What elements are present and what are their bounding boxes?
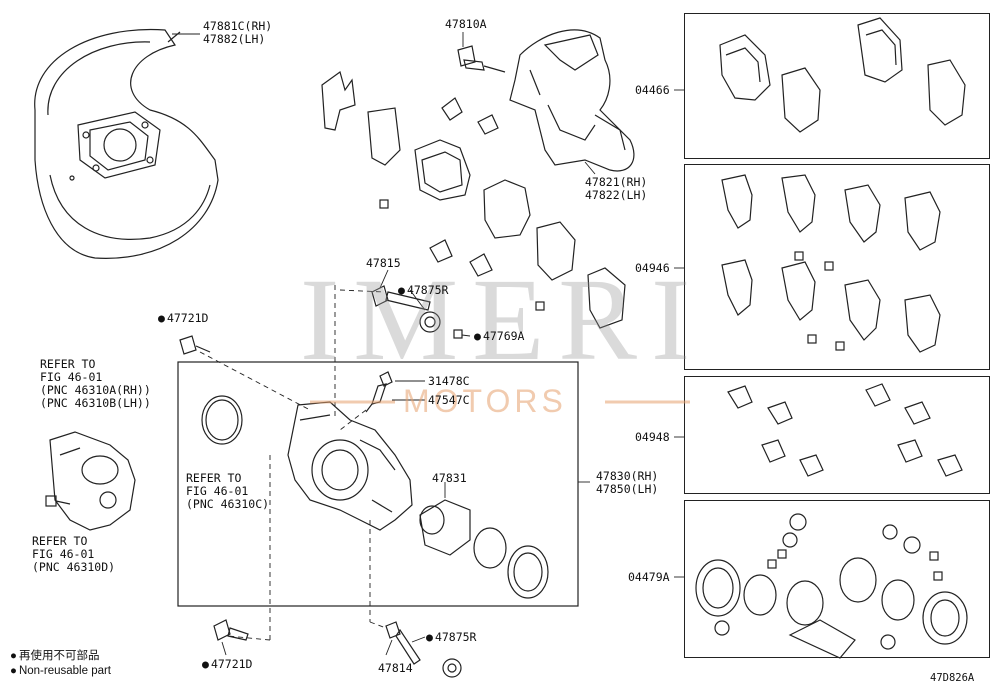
pin-boot-icon: [442, 658, 462, 678]
label-pin-47814: 47814: [378, 661, 413, 675]
dust-shield-icon: [34, 28, 219, 259]
label-bracket: 47821(RH) 47822(LH): [585, 175, 648, 202]
label-refer-2: REFER TO FIG 46-01 (PNC 46310D): [32, 534, 116, 574]
seal-ring-icon: [201, 395, 243, 445]
clip-kit-04948-icon: [727, 383, 963, 477]
label-group-04466: 04466: [635, 83, 670, 97]
bolt-icon: [213, 619, 249, 641]
label-group-04479A: 04479A: [628, 570, 670, 584]
label-refer-1: REFER TO FIG 46-01 (PNC 46310A(RH)) (PNC…: [40, 357, 151, 410]
label-caliper: 47830(RH) 47850(LH): [596, 469, 659, 496]
label-refer-3: REFER TO FIG 46-01 (PNC 46310C): [186, 471, 270, 511]
brake-pad-set-icon: [321, 71, 626, 329]
group-box-04466: [684, 13, 990, 159]
label-pin-47815: 47815: [366, 256, 401, 270]
label-bolt-47810A: 47810A: [445, 17, 487, 31]
caliper-body-icon: [287, 401, 413, 531]
label-shield: 47881C(RH) 47882(LH): [203, 19, 273, 46]
diagram-code: 47D826A: [930, 672, 975, 684]
label-group-04946: 04946: [635, 261, 670, 275]
label-clip-47769A: 47769A: [474, 330, 525, 343]
seal-kit-04479A-icon: [695, 513, 968, 659]
legend-line-2: Non-reusable part: [10, 665, 111, 677]
bolt-icon: [179, 335, 211, 355]
label-bolt-47721D-top: 47721D: [158, 312, 209, 325]
label-bleeder: 47547C: [428, 393, 470, 407]
label-boot-47875R-bottom: 47875R: [426, 631, 477, 644]
piston-icon: [419, 499, 471, 556]
clip-icon: [453, 329, 463, 339]
piston-seal-icon: [473, 527, 507, 569]
label-group-04948: 04948: [635, 430, 670, 444]
caliper-housing-icon: [49, 431, 136, 531]
label-boot-47875R-top: 47875R: [398, 284, 449, 297]
group-box-04479A: [684, 500, 990, 658]
caliper-assembly-frame: [177, 361, 579, 607]
legend-line-1: 再使用不可部品: [10, 647, 100, 663]
group-box-04946: [684, 164, 990, 370]
label-bolt-47721D-bottom: 47721D: [202, 658, 253, 671]
group-box-04948: [684, 376, 990, 494]
label-piston: 47831: [432, 471, 467, 485]
bolt-icon: [457, 45, 506, 73]
pin-boot-icon: [419, 311, 441, 333]
piston-boot-icon: [507, 545, 549, 599]
leader-lines: [172, 32, 684, 656]
dashed-guide-lines: [199, 285, 387, 641]
bolt-icon: [45, 495, 71, 507]
bleeder-screw-icon: [365, 371, 393, 413]
pad-kit-04466-icon: [719, 17, 966, 133]
guide-pin-icon: [385, 621, 421, 665]
caliper-bracket-icon: [509, 29, 635, 172]
shim-kit-04946-icon: [721, 174, 941, 353]
label-bleeder-cap: 31478C: [428, 374, 470, 388]
